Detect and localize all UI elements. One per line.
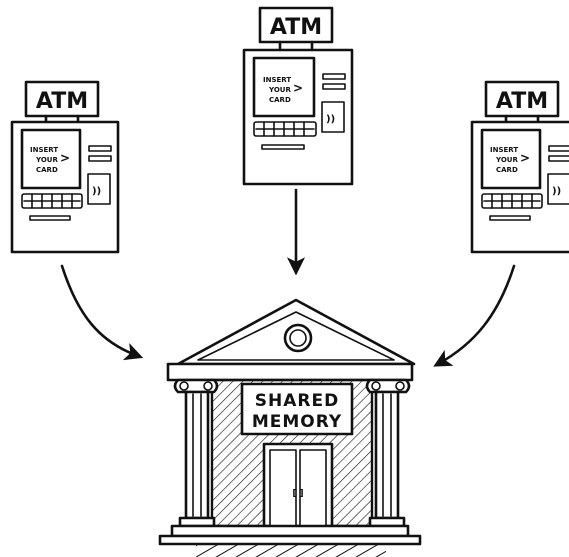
atm-screen — [252, 56, 316, 118]
contactless-panel — [87, 173, 111, 205]
card-slot — [88, 145, 112, 152]
screen-line-1: INSERT — [490, 146, 518, 154]
atm-sign-label: ATM — [496, 89, 548, 114]
column-right — [365, 378, 411, 528]
bank-building: SHARED MEMORY [ ] — [158, 298, 422, 557]
contactless-icon: )) — [92, 186, 101, 197]
contactless-icon: )) — [552, 186, 561, 197]
screen-line-2: YOUR — [495, 156, 518, 164]
pediment-medallion — [283, 323, 313, 353]
atm-sign-box — [24, 80, 100, 118]
atm-right: ATM INSERT YOUR CARD > )) — [470, 80, 569, 254]
cash-slot — [548, 155, 569, 162]
screen-line-1: INSERT — [30, 146, 58, 154]
screen-line-2: YOUR — [35, 156, 58, 164]
cash-slot — [322, 83, 346, 90]
keypad — [253, 121, 317, 137]
screen-line-3: CARD — [269, 96, 291, 104]
receipt-slot — [261, 144, 305, 150]
receipt-slot — [489, 215, 531, 221]
bank-step-lower — [158, 534, 422, 546]
screen-line-3: CARD — [36, 166, 58, 174]
atm-left: ATM INSERT YOUR CARD > )) — [10, 80, 120, 254]
card-slot — [548, 145, 569, 152]
screen-arrow: > — [60, 151, 70, 165]
cash-slot — [88, 155, 112, 162]
atm-screen — [20, 128, 82, 190]
atm-sign-box — [258, 6, 334, 44]
atm-sign-label: ATM — [36, 89, 88, 114]
contactless-icon: )) — [326, 114, 335, 125]
screen-line-1: INSERT — [263, 76, 291, 84]
atm-screen — [480, 128, 542, 190]
screen-line-2: YOUR — [268, 86, 291, 94]
ground-hatching — [196, 545, 386, 557]
bank-door-left — [269, 449, 297, 527]
screen-arrow: > — [293, 81, 303, 95]
screen-line-3: CARD — [496, 166, 518, 174]
bank-door-right — [299, 449, 327, 527]
arrow-left-to-bank — [60, 264, 144, 361]
receipt-slot — [29, 215, 71, 221]
bank-sign-line-1: SHARED — [255, 391, 339, 411]
atm-sign-box — [484, 80, 560, 118]
bank-sign-line-2: MEMORY — [252, 412, 342, 432]
bank-sign — [240, 382, 354, 436]
atm-sign-label: ATM — [270, 15, 322, 40]
bank-entablature — [166, 362, 414, 382]
atm-center: ATM INSERT YOUR CARD > )) — [242, 6, 354, 186]
contactless-panel — [547, 173, 569, 205]
card-slot — [322, 73, 346, 80]
column-left — [173, 378, 219, 528]
door-handles: [ ] — [292, 489, 303, 499]
bank-step-upper — [170, 524, 410, 538]
contactless-panel — [321, 101, 345, 133]
screen-arrow: > — [520, 151, 530, 165]
arrow-right-to-bank — [433, 264, 516, 367]
